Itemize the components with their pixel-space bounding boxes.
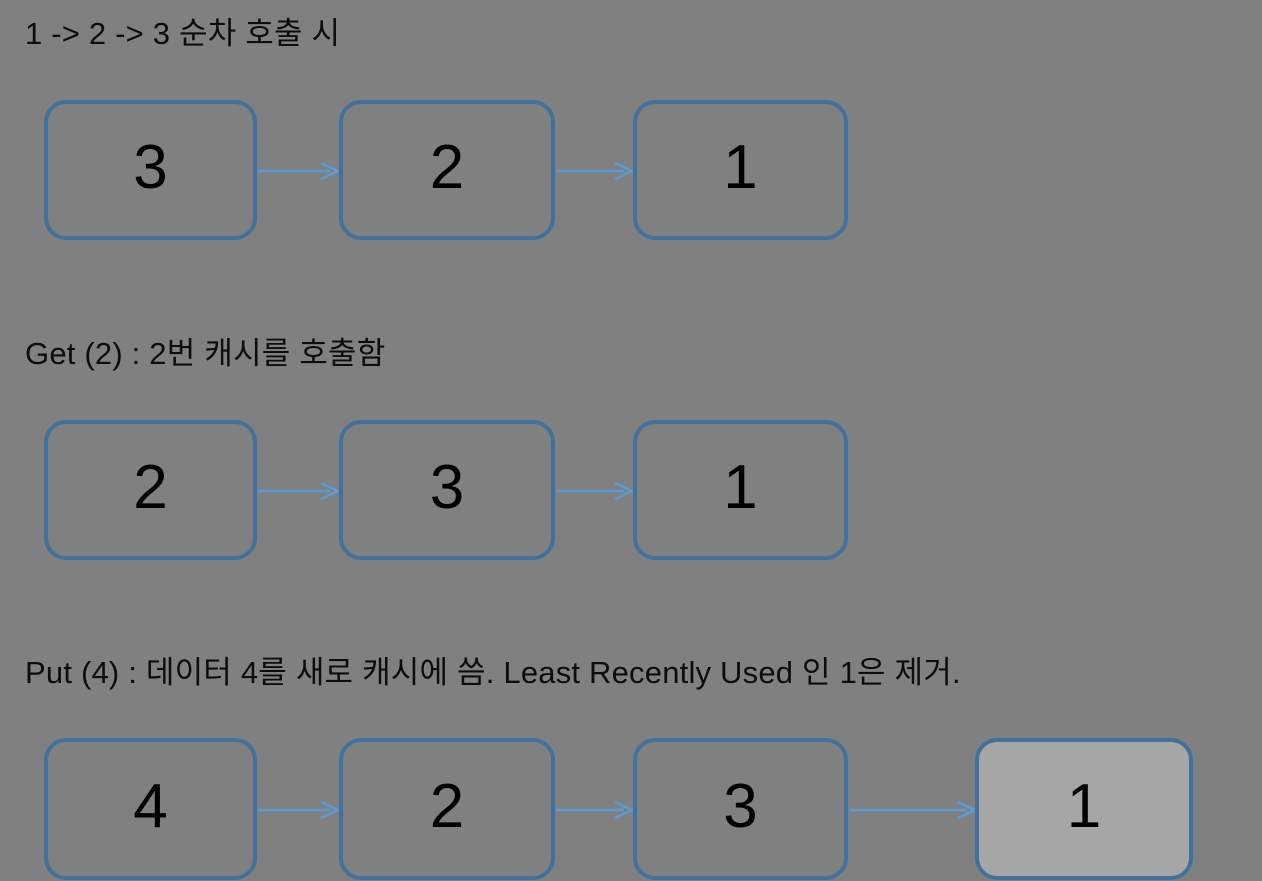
- section-3-caption: Put (4) : 데이터 4를 새로 캐시에 씀. Least Recentl…: [25, 655, 961, 690]
- cache-node[interactable]: 2: [339, 738, 555, 880]
- cache-node[interactable]: 3: [339, 420, 555, 560]
- cache-node-label: 4: [133, 772, 168, 841]
- cache-node[interactable]: 2: [339, 100, 555, 240]
- flow-arrow: [258, 480, 340, 502]
- flow-arrow: [556, 160, 634, 182]
- flow-arrow: [556, 799, 634, 821]
- cache-node-label: 1: [1066, 772, 1102, 841]
- cache-node-label: 1: [723, 453, 758, 522]
- flow-arrow: [850, 799, 977, 821]
- cache-node-label: 2: [133, 453, 168, 522]
- cache-node-label: 3: [723, 772, 758, 841]
- cache-node-evicted[interactable]: 1: [975, 738, 1193, 880]
- cache-node[interactable]: 1: [633, 100, 848, 240]
- cache-node[interactable]: 3: [633, 738, 848, 880]
- cache-node[interactable]: 4: [44, 738, 257, 880]
- cache-node-label: 2: [429, 133, 465, 202]
- section-1-caption: 1 -> 2 -> 3 순차 호출 시: [25, 16, 341, 51]
- section-2-caption: Get (2) : 2번 캐시를 호출함: [25, 336, 386, 371]
- flow-arrow: [258, 160, 340, 182]
- cache-node[interactable]: 1: [633, 420, 848, 560]
- cache-node-label: 3: [429, 453, 465, 522]
- flow-arrow: [258, 799, 340, 821]
- flow-arrow: [556, 480, 634, 502]
- cache-node[interactable]: 3: [44, 100, 257, 240]
- cache-node[interactable]: 2: [44, 420, 257, 560]
- cache-node-label: 2: [429, 772, 465, 841]
- cache-node-label: 3: [133, 133, 168, 202]
- cache-node-label: 1: [723, 133, 758, 202]
